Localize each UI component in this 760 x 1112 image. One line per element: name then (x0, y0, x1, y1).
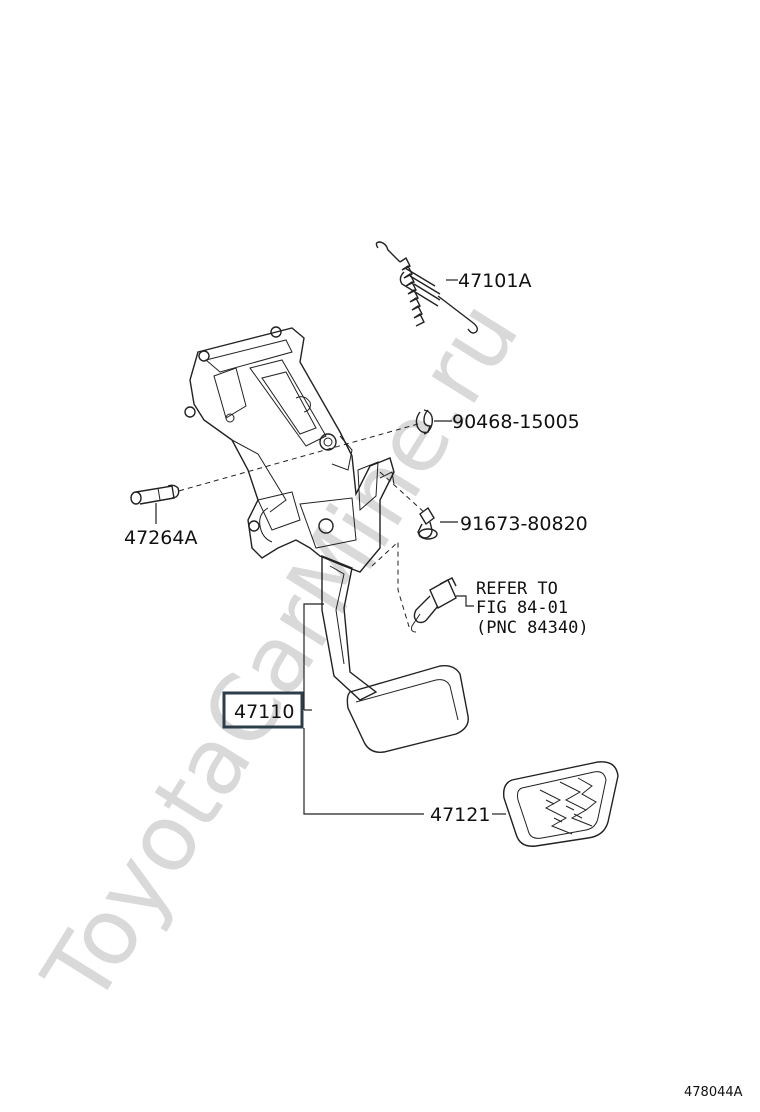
stop-lamp-switch (411, 577, 457, 633)
label-refer-line2[interactable]: FIG 84-01 (476, 598, 568, 618)
label-spring[interactable]: 47101A (458, 270, 531, 292)
pedal-support-bracket (184, 326, 395, 573)
label-clip[interactable]: 90468-15005 (452, 411, 580, 433)
figure-code: 478044A (684, 1085, 743, 1100)
pedal-pad[interactable] (502, 761, 619, 847)
pedal-assembly-highlight-box (222, 691, 304, 729)
label-pedal-assembly[interactable]: 47110 (234, 701, 294, 723)
bolt[interactable] (417, 506, 438, 540)
clip[interactable] (415, 409, 434, 435)
return-spring[interactable] (375, 241, 479, 334)
brake-pedal-arm[interactable] (321, 554, 469, 753)
label-pin[interactable]: 47264A (124, 527, 197, 549)
label-refer-line1[interactable]: REFER TO (476, 579, 558, 599)
watermark-text: ToyotaCarMine.ru (22, 283, 539, 1022)
label-refer-line3[interactable]: (PNC 84340) (476, 618, 589, 638)
label-pedal-pad[interactable]: 47121 (430, 804, 490, 826)
label-bolt[interactable]: 91673-80820 (460, 513, 588, 535)
clevis-pin[interactable] (130, 484, 180, 505)
